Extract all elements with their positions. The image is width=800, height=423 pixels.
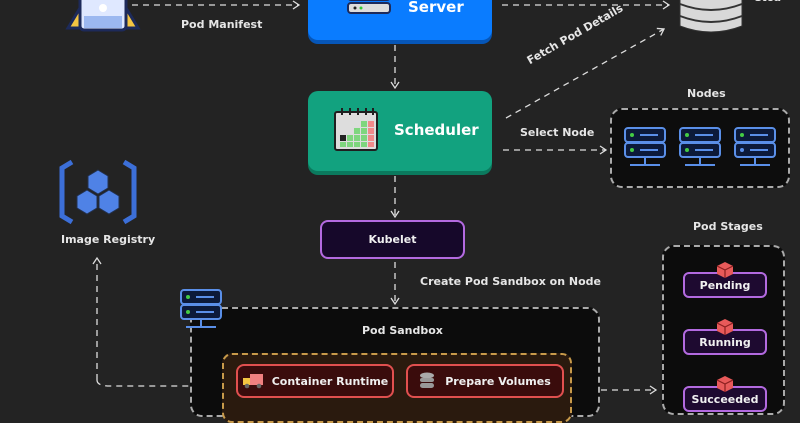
select-node-label: Select Node <box>520 126 595 139</box>
create-pod-sandbox-label: Create Pod Sandbox on Node <box>420 275 601 288</box>
arrow-registry-to-sandbox <box>96 379 190 387</box>
laptop-user-icon <box>65 0 141 32</box>
container-runtime-button[interactable]: Container Runtime <box>236 364 394 398</box>
nodes-group <box>610 108 790 188</box>
prepare-volumes-label: Prepare Volumes <box>445 374 551 388</box>
pod-cube-icon <box>716 262 734 278</box>
kubelet-box[interactable]: Kubelet <box>320 220 465 259</box>
node-server-icon[interactable] <box>624 126 668 168</box>
nodes-label: Nodes <box>687 87 726 100</box>
connector-lines <box>92 0 671 395</box>
api-server-box[interactable]: Server <box>308 0 492 40</box>
node-server-icon[interactable] <box>734 126 778 168</box>
pod-sandbox-group: Pod Sandbox Container Runtime Prepare Vo… <box>190 307 600 423</box>
node-server-icon[interactable] <box>679 126 723 168</box>
pod-stages-group: Pending Running Succeeded <box>662 245 785 415</box>
kubelet-label: Kubelet <box>368 233 417 246</box>
truck-icon <box>242 374 263 389</box>
pod-stages-title: Pod Stages <box>693 220 763 233</box>
server-rack-icon <box>347 0 391 14</box>
stage-pending-label: Pending <box>699 278 751 292</box>
arrow-scheduler-to-etcd <box>505 27 666 119</box>
scheduler-box[interactable]: Scheduler <box>308 91 492 171</box>
database-icon <box>420 372 435 388</box>
pod-manifest-label: Pod Manifest <box>181 18 263 31</box>
etcd-label: etcd <box>754 0 781 4</box>
image-registry-label: Image Registry <box>61 233 156 246</box>
container-runtime-label: Container Runtime <box>271 374 389 388</box>
calendar-icon <box>334 108 378 151</box>
scheduler-label: Scheduler <box>394 121 479 139</box>
stage-succeeded-label: Succeeded <box>691 392 759 406</box>
prepare-volumes-button[interactable]: Prepare Volumes <box>406 364 564 398</box>
stage-running-label: Running <box>699 335 751 349</box>
api-server-label: Server <box>408 0 464 16</box>
pod-cube-icon <box>716 319 734 335</box>
etcd-database-icon <box>679 0 743 33</box>
runtime-group: Container Runtime Prepare Volumes <box>222 353 572 423</box>
sandbox-node-server-icon <box>180 289 222 328</box>
image-registry-icon <box>59 159 137 225</box>
pod-cube-icon <box>716 376 734 392</box>
pod-sandbox-title: Pod Sandbox <box>362 324 443 337</box>
